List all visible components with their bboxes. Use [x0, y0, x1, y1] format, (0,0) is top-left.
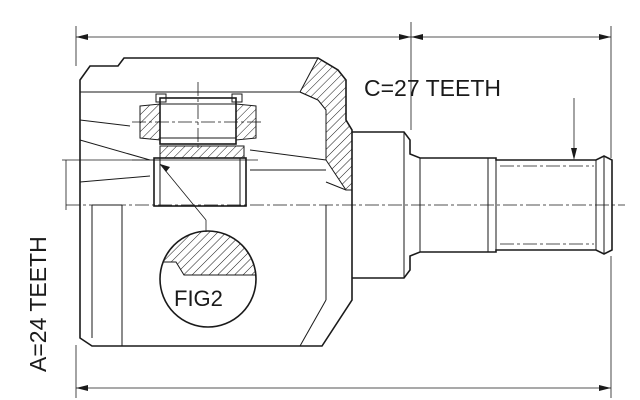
tripod-bearing: [132, 82, 262, 207]
stub-shaft: [352, 131, 613, 279]
bottom-dimension: [75, 256, 612, 398]
c-leader: [571, 98, 577, 160]
left-leader: [62, 159, 160, 210]
top-dimension: [75, 22, 612, 158]
label-c-teeth: C=27 TEETH: [364, 75, 501, 101]
label-fig2: FIG2: [174, 286, 223, 311]
joint-housing: [79, 57, 353, 347]
label-a-teeth: A=24 TEETH: [25, 236, 51, 372]
